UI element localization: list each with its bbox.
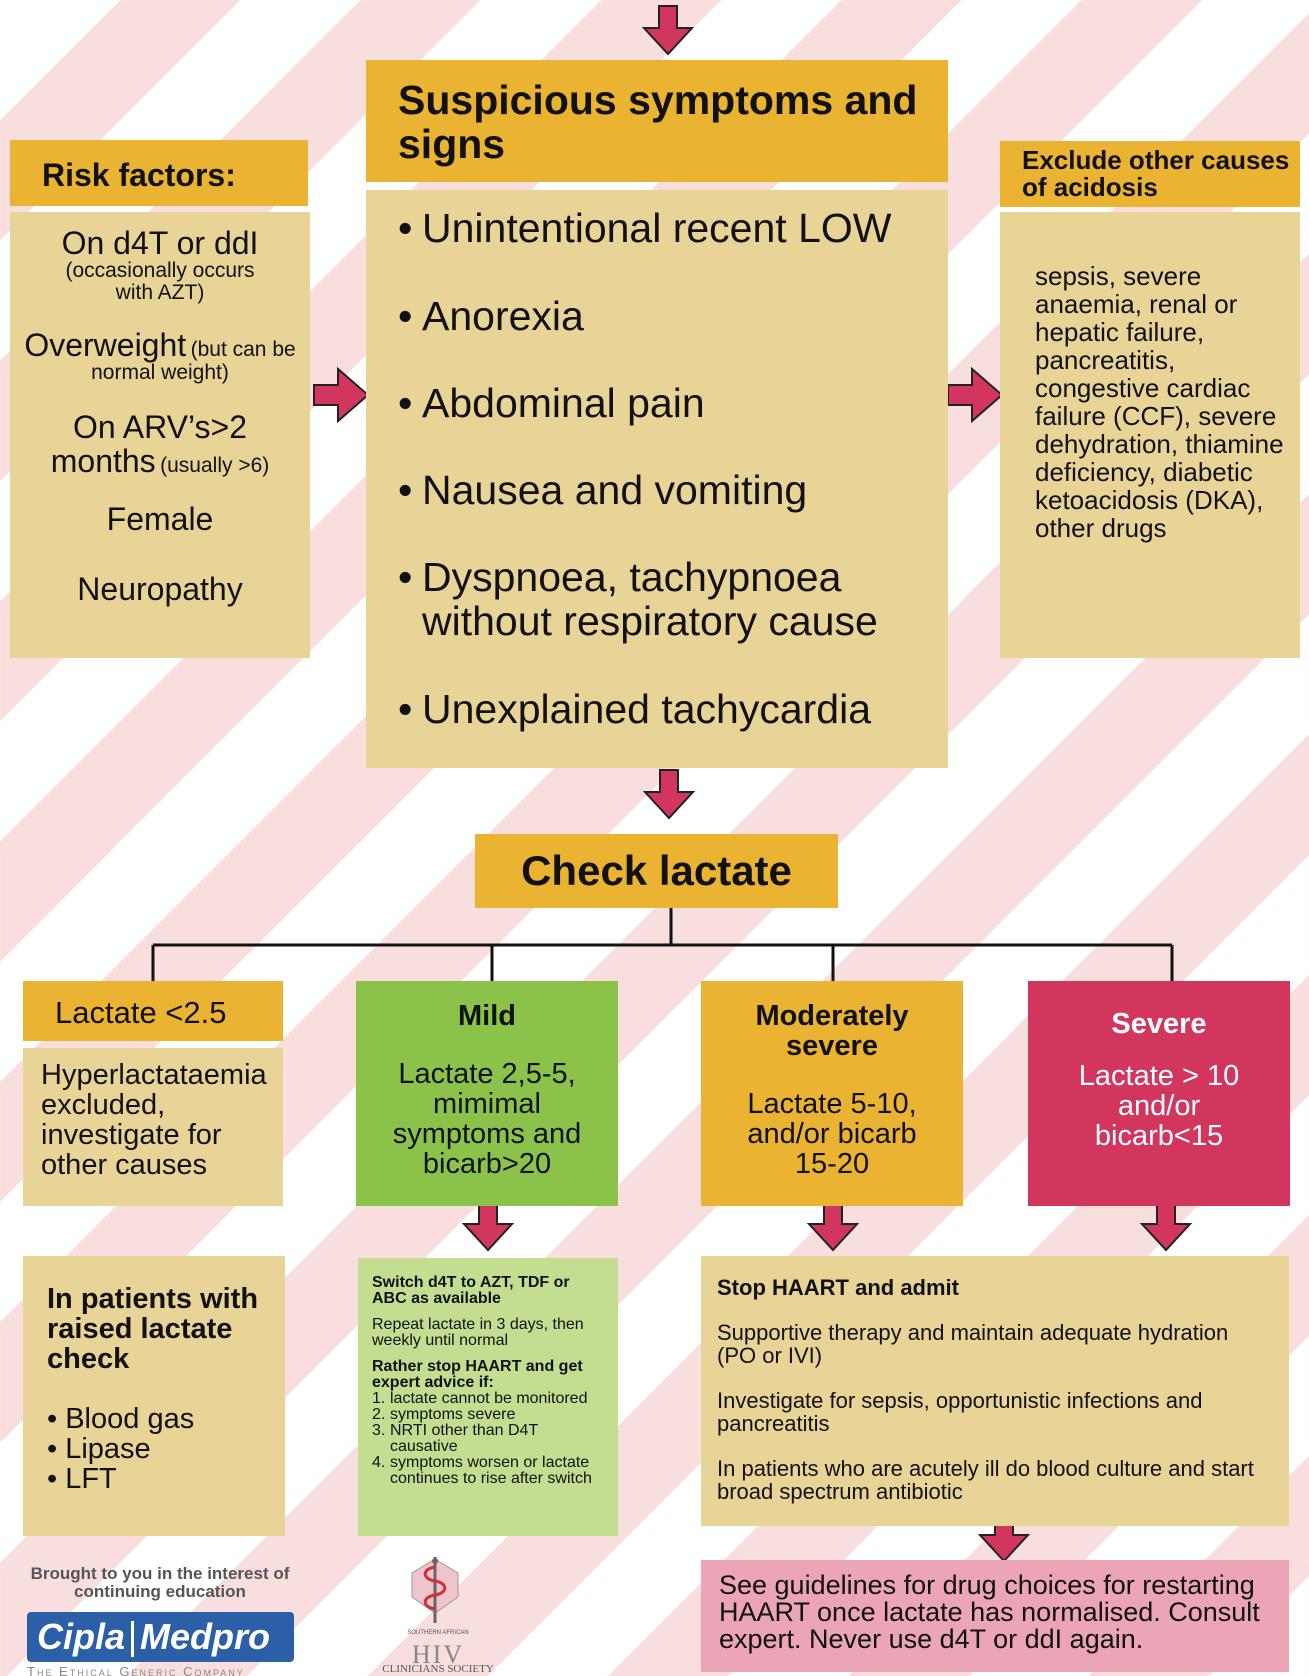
stop-haart-box: Stop HAART and admit Supportive therapy … (701, 1256, 1289, 1526)
lactate-low-title: Lactate <2.5 (23, 981, 283, 1041)
severe-box: Severe Lactate > 10 and/or bicarb<15 (1028, 981, 1290, 1206)
raised-item: • LFT (47, 1463, 117, 1495)
symptom-item: •Dyspnoea, tachypnoea without respirator… (398, 554, 878, 644)
stop-advice-title: Rather stop HAART and get expert advice … (372, 1358, 583, 1391)
symptom-item: •Anorexia (398, 293, 584, 339)
cipla-tagline: The Ethical Generic Company (27, 1664, 245, 1676)
severe-title: Severe (1111, 1008, 1207, 1040)
stop-haart-item: Supportive therapy and maintain adequate… (717, 1320, 1229, 1368)
sahcs-name-text: CLINICIANS SOCIETY (382, 1663, 494, 1675)
exclude-box: sepsis, severe anaemia, renal or hepatic… (1000, 212, 1300, 658)
arrow-down-mild-icon (463, 1201, 513, 1251)
switch-text: Switch d4T to AZT, TDF or ABC as availab… (372, 1274, 570, 1307)
symptom-item: •Unexplained tachycardia (398, 686, 871, 732)
risk-item: Overweight (but can be normal weight) (24, 327, 296, 384)
guidelines-box: See guidelines for drug choices for rest… (701, 1560, 1289, 1672)
moderate-title: Moderately severe (755, 1000, 909, 1062)
arrow-right-risk-icon (313, 368, 369, 422)
sahcs-hiv-text: HIV (411, 1640, 465, 1669)
brought-to-you-text: Brought to you in the interest of contin… (30, 1564, 290, 1601)
exclude-title: Exclude other causes of acidosis (1000, 141, 1300, 207)
caduceus-icon (411, 1557, 459, 1623)
stop-advice-item: 1.lactate cannot be monitored (372, 1390, 588, 1407)
sahcs-small-text: SOUTHERN AFRICAN (407, 1630, 469, 1636)
arrow-down-check-icon (644, 769, 694, 819)
moderate-text: Lactate 5-10, and/or bicarb 15-20 (747, 1088, 917, 1180)
stop-advice-item: 4.symptoms worsen or lactate continues t… (372, 1454, 592, 1487)
connector-tree (151, 908, 1174, 981)
raised-lactate-box: In patients with raised lactate check • … (23, 1256, 285, 1536)
check-lactate: Check lactate (475, 834, 838, 908)
risk-item: Neuropathy (77, 571, 243, 607)
moderate-box: Moderately severe Lactate 5-10, and/or b… (701, 981, 963, 1206)
suspicious-title: Suspicious symptoms and signs (366, 60, 948, 182)
arrow-right-exclude-icon (947, 368, 1003, 422)
suspicious-box: •Unintentional recent LOW •Anorexia •Abd… (366, 190, 948, 768)
arrow-down-moderate-icon (808, 1201, 858, 1251)
mild-box: Mild Lactate 2,5-5, mimimal symptoms and… (356, 981, 618, 1206)
stop-advice-item: 2.symptoms severe (372, 1406, 516, 1423)
symptom-item: •Unintentional recent LOW (398, 205, 892, 251)
raised-item: • Blood gas (47, 1403, 195, 1435)
mild-text: Lactate 2,5-5, mimimal symptoms and bica… (392, 1058, 582, 1180)
raised-lactate-title: In patients with raised lactate check (47, 1283, 259, 1375)
raised-item: • Lipase (47, 1433, 151, 1465)
risk-item: On ARV’s>2 months (usually >6) (50, 409, 270, 479)
risk-factors-title: Risk factors: (10, 140, 308, 206)
symptom-item: •Nausea and vomiting (398, 467, 808, 513)
stop-haart-item: In patients who are acutely ill do blood… (717, 1456, 1254, 1504)
arrow-down-top-icon (643, 5, 693, 55)
risk-item: Female (106, 501, 214, 537)
lactate-low-box: Hyperlactataemia excluded, investigate f… (23, 1048, 283, 1206)
risk-item: On d4T or ddI (occasionally occurs with … (61, 225, 259, 304)
stop-haart-item: Investigate for sepsis, opportunistic in… (717, 1388, 1203, 1436)
repeat-text: Repeat lactate in 3 days, then weekly un… (372, 1316, 584, 1349)
risk-factors-box: On d4T or ddI (occasionally occurs with … (10, 212, 310, 658)
exclude-text: sepsis, severe anaemia, renal or hepatic… (1035, 261, 1284, 543)
stop-advice-item: 3.NRTI other than D4T causative (372, 1422, 538, 1455)
symptom-item: •Abdominal pain (398, 380, 705, 426)
arrow-down-severe-icon (1141, 1201, 1191, 1251)
mild-action-box: Switch d4T to AZT, TDF or ABC as availab… (358, 1258, 618, 1536)
mild-title: Mild (458, 1000, 516, 1032)
severe-text: Lactate > 10 and/or bicarb<15 (1078, 1060, 1240, 1152)
stop-haart-title: Stop HAART and admit (717, 1275, 959, 1300)
